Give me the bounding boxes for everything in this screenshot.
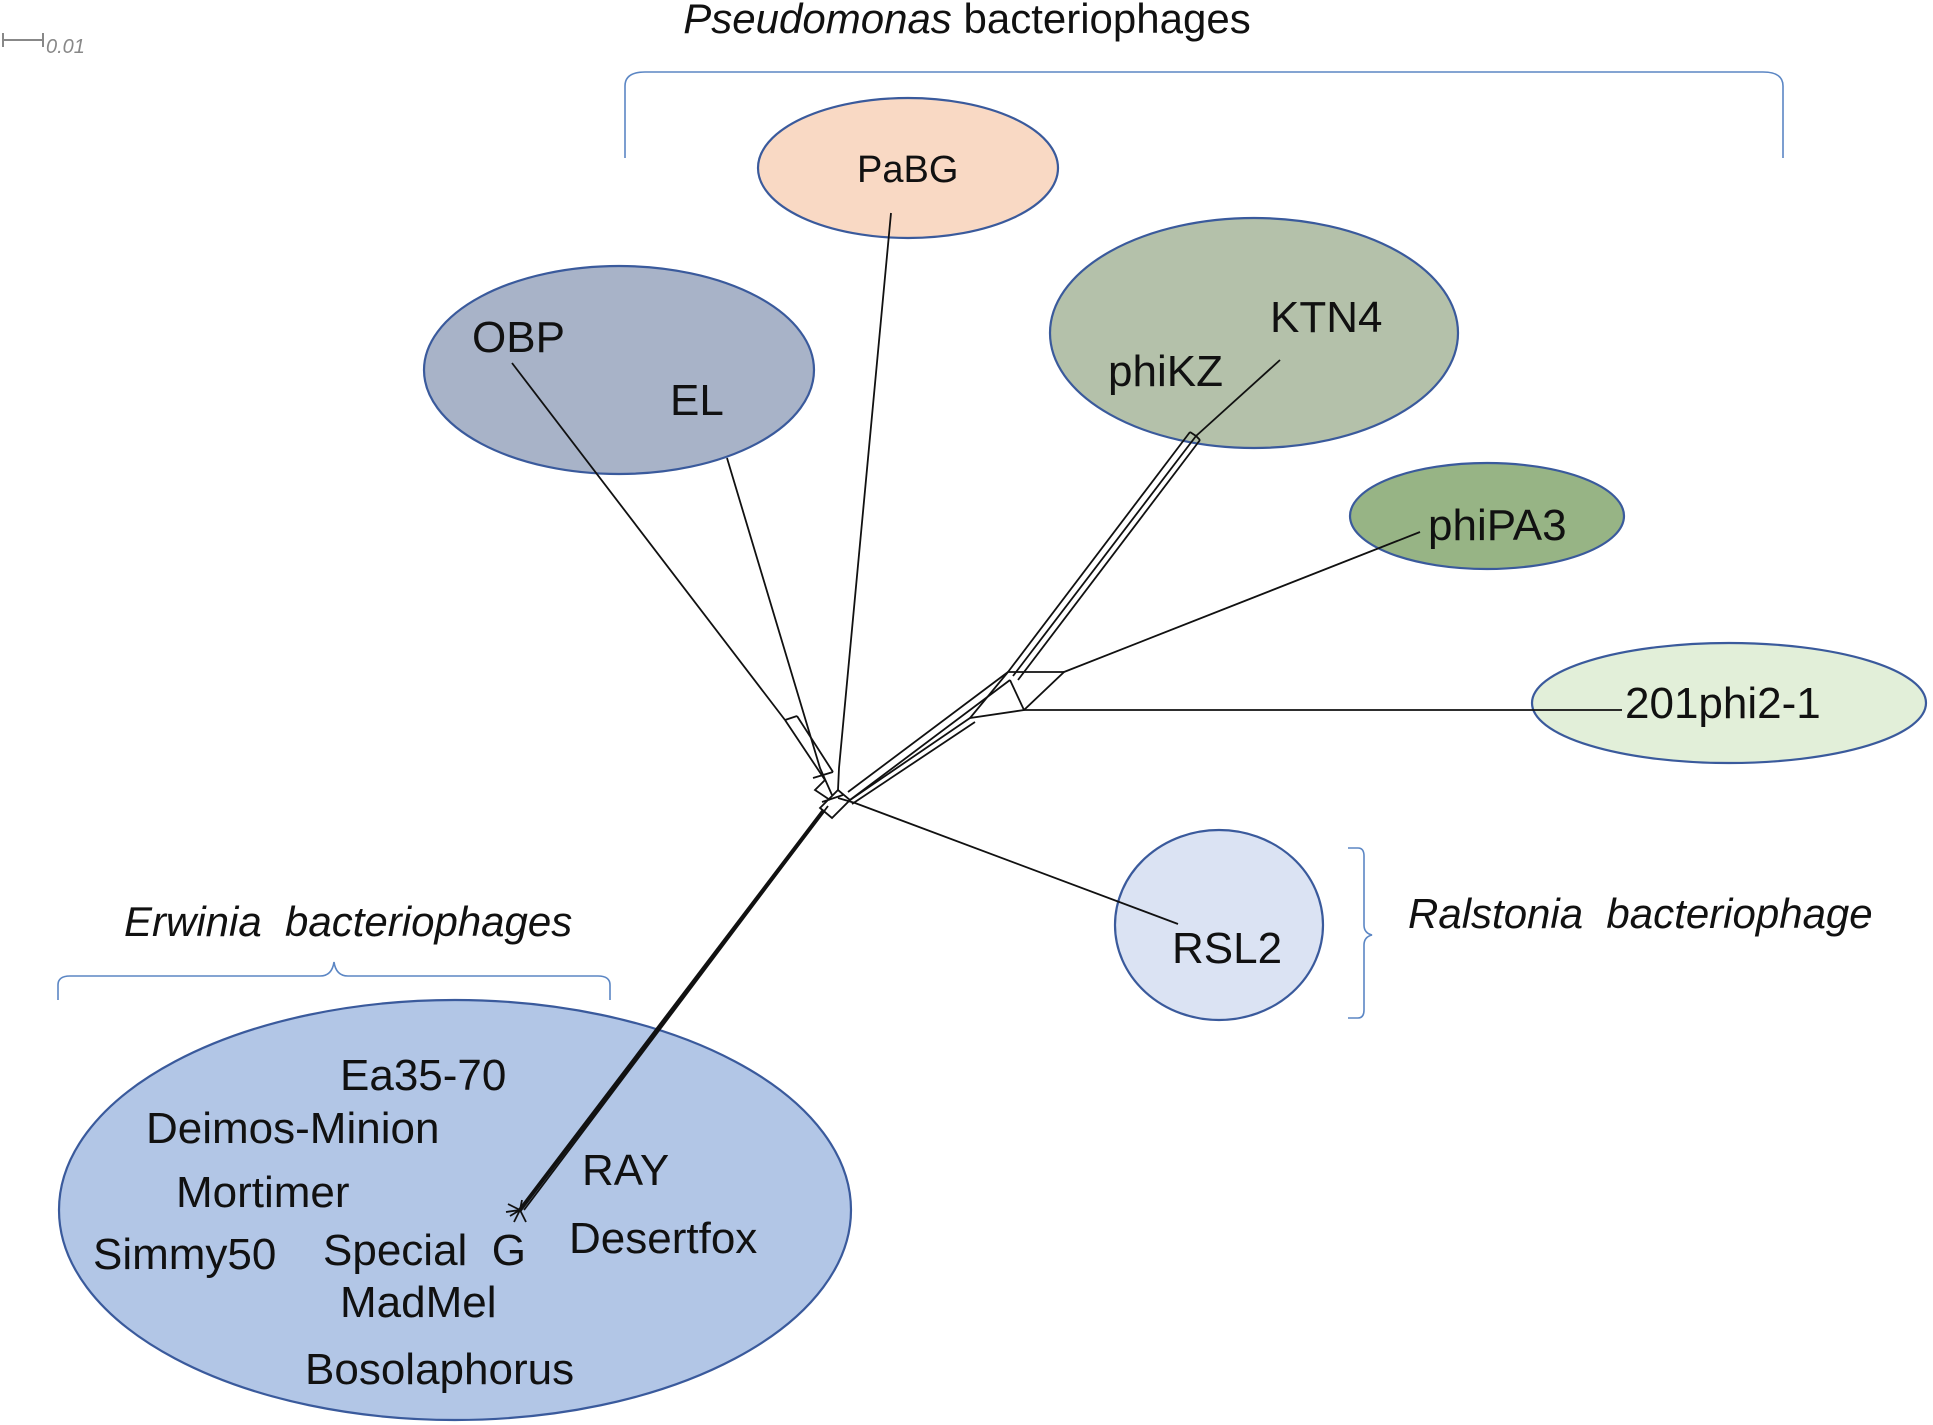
leaf-ea35-70: Ea35-70 xyxy=(340,1051,506,1100)
pseudomonas-bracket xyxy=(624,71,1784,158)
scale-bar: 0.01 xyxy=(2,33,85,58)
cluster-phikz-ktn4 xyxy=(1048,216,1460,450)
cluster-rsl2 xyxy=(1113,828,1325,1022)
leaf-deimos-minion: Deimos-Minion xyxy=(146,1104,439,1153)
leaf-rsl2: RSL2 xyxy=(1172,924,1282,973)
leaf-phikz: phiKZ xyxy=(1108,347,1223,396)
leaf-bosolaphorus: Bosolaphorus xyxy=(305,1345,574,1394)
cluster-201phi2 xyxy=(1530,641,1928,765)
scale-bar-label: 0.01 xyxy=(46,36,85,58)
leaf-obp: OBP xyxy=(472,313,565,362)
leaf-phipa3: phiPA3 xyxy=(1428,501,1567,550)
erwinia-group-label: Erwinia bacteriophages xyxy=(124,898,572,945)
cluster-erwinia xyxy=(57,998,853,1422)
leaf-ktn4: KTN4 xyxy=(1270,293,1382,342)
leaf-madmel: MadMel xyxy=(340,1278,497,1327)
cluster-phipa3 xyxy=(1348,461,1626,571)
leaf-mortimer: Mortimer xyxy=(176,1168,350,1217)
leaf-201phi2-1: 201phi2-1 xyxy=(1625,679,1821,728)
ralstonia-group-label: Ralstonia bacteriophage xyxy=(1408,890,1873,937)
ralstonia-bracket xyxy=(1348,847,1373,1019)
cluster-pabg xyxy=(756,96,1060,240)
leaf-ray: RAY xyxy=(582,1146,669,1195)
erwinia-bracket xyxy=(57,961,611,1000)
pseudomonas-label-rest: bacteriophages xyxy=(952,0,1251,42)
leaf-desertfox: Desertfox xyxy=(569,1214,757,1263)
pseudomonas-group-label: Pseudomonas bacteriophages xyxy=(683,0,1250,42)
leaf-special-g: Special G xyxy=(323,1226,526,1275)
pseudomonas-label-italic: Pseudomonas xyxy=(683,0,952,42)
leaf-pabg: PaBG xyxy=(857,149,958,191)
leaf-el: EL xyxy=(670,376,724,425)
cluster-obp-el xyxy=(422,264,816,476)
leaf-simmy50: Simmy50 xyxy=(93,1230,276,1279)
network-edges xyxy=(505,212,1622,1223)
